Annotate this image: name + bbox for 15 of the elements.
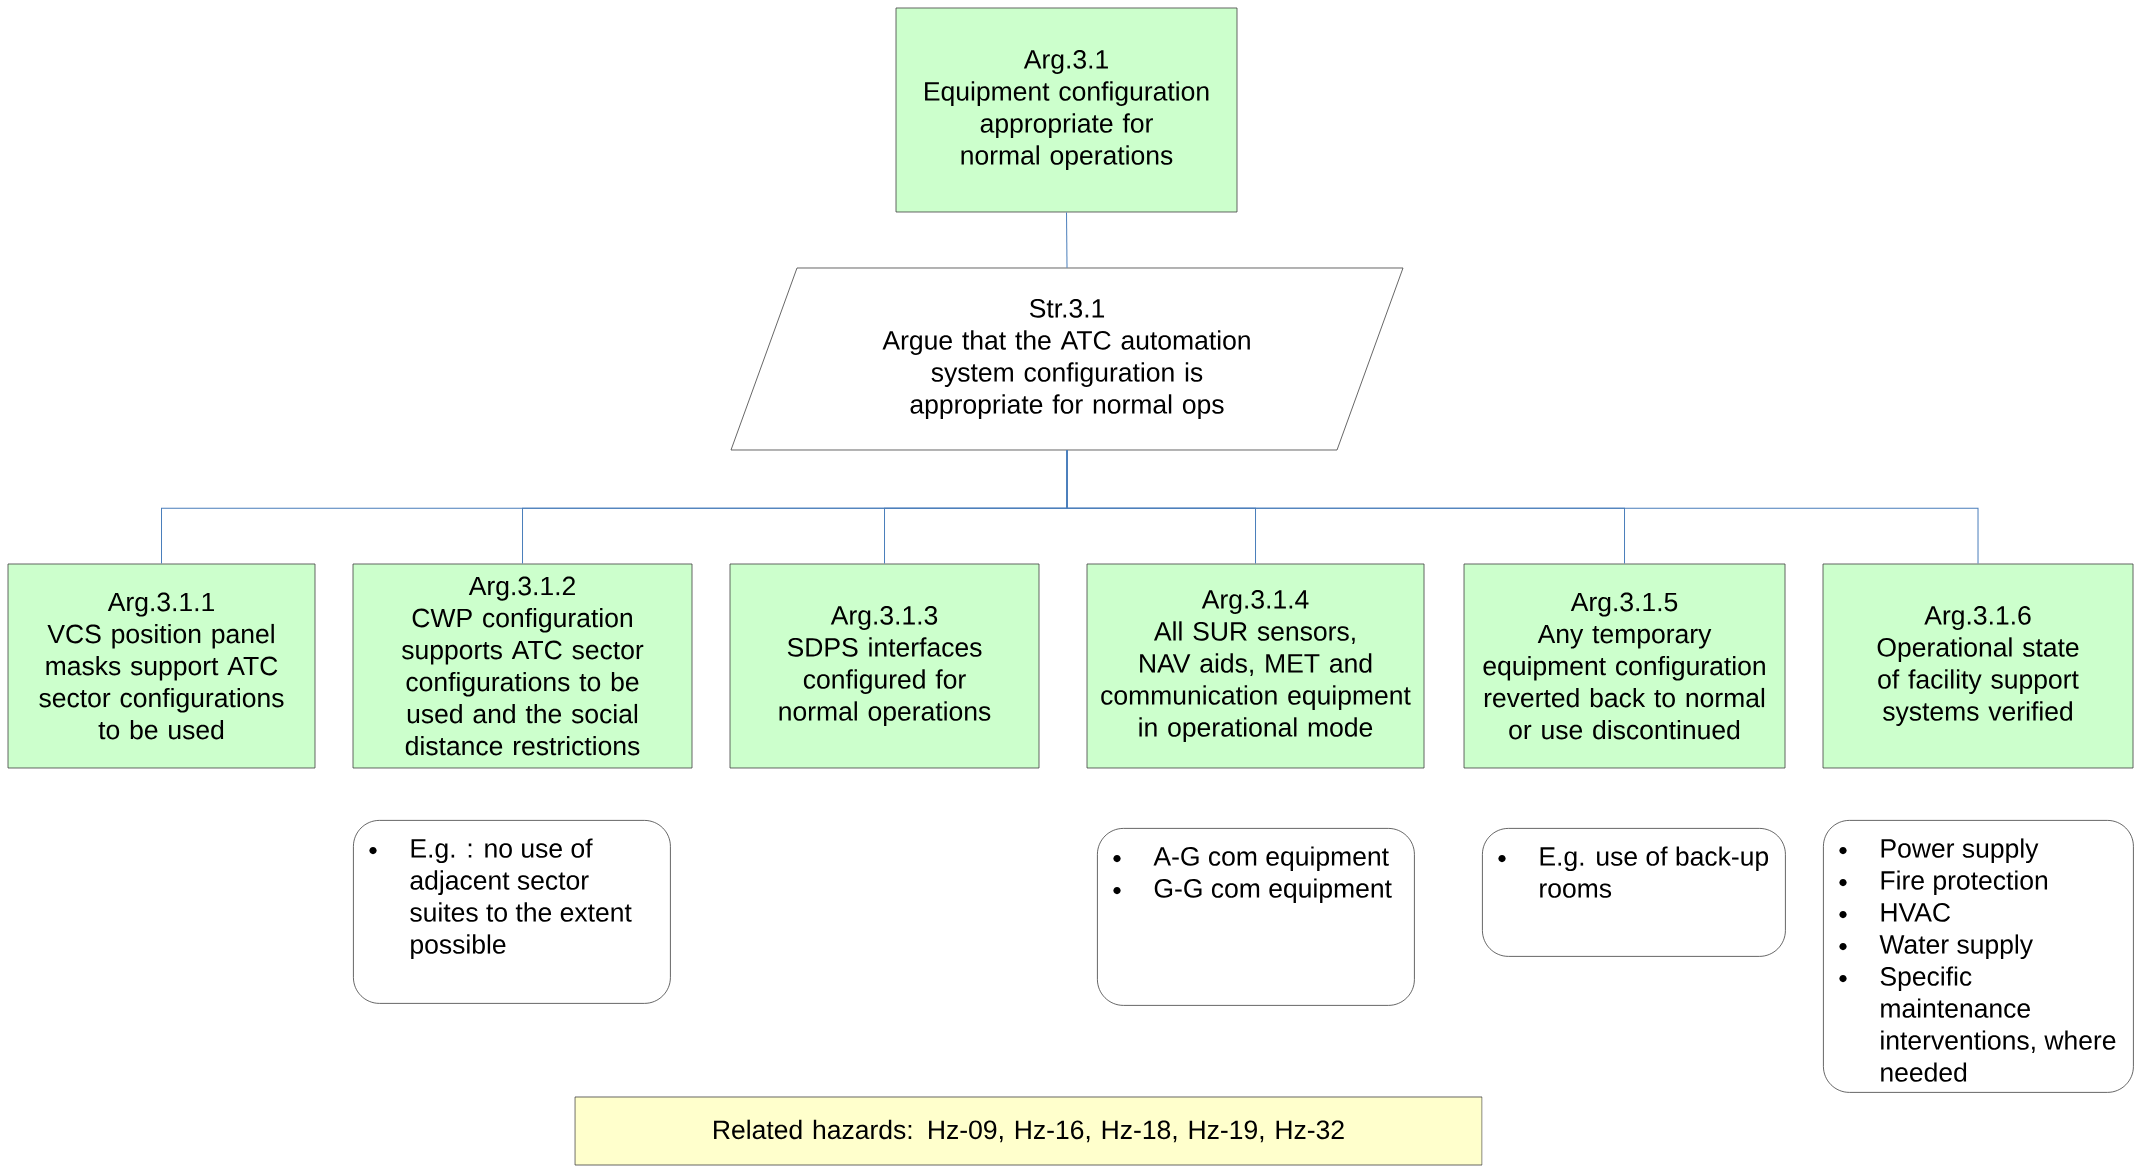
note-box: A-G com equipment G-G com equipment (1097, 828, 1415, 1006)
connector-line (1066, 449, 1979, 565)
note-box: E.g. : no use of adjacent sector suites to the extent possible (353, 820, 671, 1004)
goal-box: Arg.3.1.6 Operational state of facility support systems verified (1822, 563, 2134, 769)
goal-box: Arg.3.1.2 CWP configuration supports ATC sector configurations to be used and the social distance restrictions (352, 563, 693, 769)
goal-box: Arg.3.1.4 All SUR sensors, NAV aids, MET and communication equipment in operational mode (1086, 563, 1425, 769)
connector-line (1066, 211, 1068, 269)
strategy-parallelogram: Str.3.1 Argue that the ATC automation system configuration is appropriate for normal ops (730, 267, 1404, 451)
goal-box: Arg.3.1.5 Any temporary equipment configuration reverted back to normal or use discontinued (1463, 563, 1786, 769)
goal-box: Arg.3.1 Equipment configuration appropriate for normal operations (895, 7, 1238, 213)
hazard-box: Related hazards: Hz-09, Hz-16, Hz-18, Hz-19, Hz-32 (574, 1096, 1483, 1166)
note-box: Power supply Fire protection HVAC Water supply Specific maintenance interventions, where needed (1823, 820, 2134, 1093)
goal-box: Arg.3.1.3 SDPS interfaces configured for normal operations (729, 563, 1040, 769)
goal-box: Arg.3.1.1 VCS position panel masks support ATC sector configurations to be used (7, 563, 316, 769)
note-box: E.g. use of back-up rooms (1482, 828, 1786, 957)
